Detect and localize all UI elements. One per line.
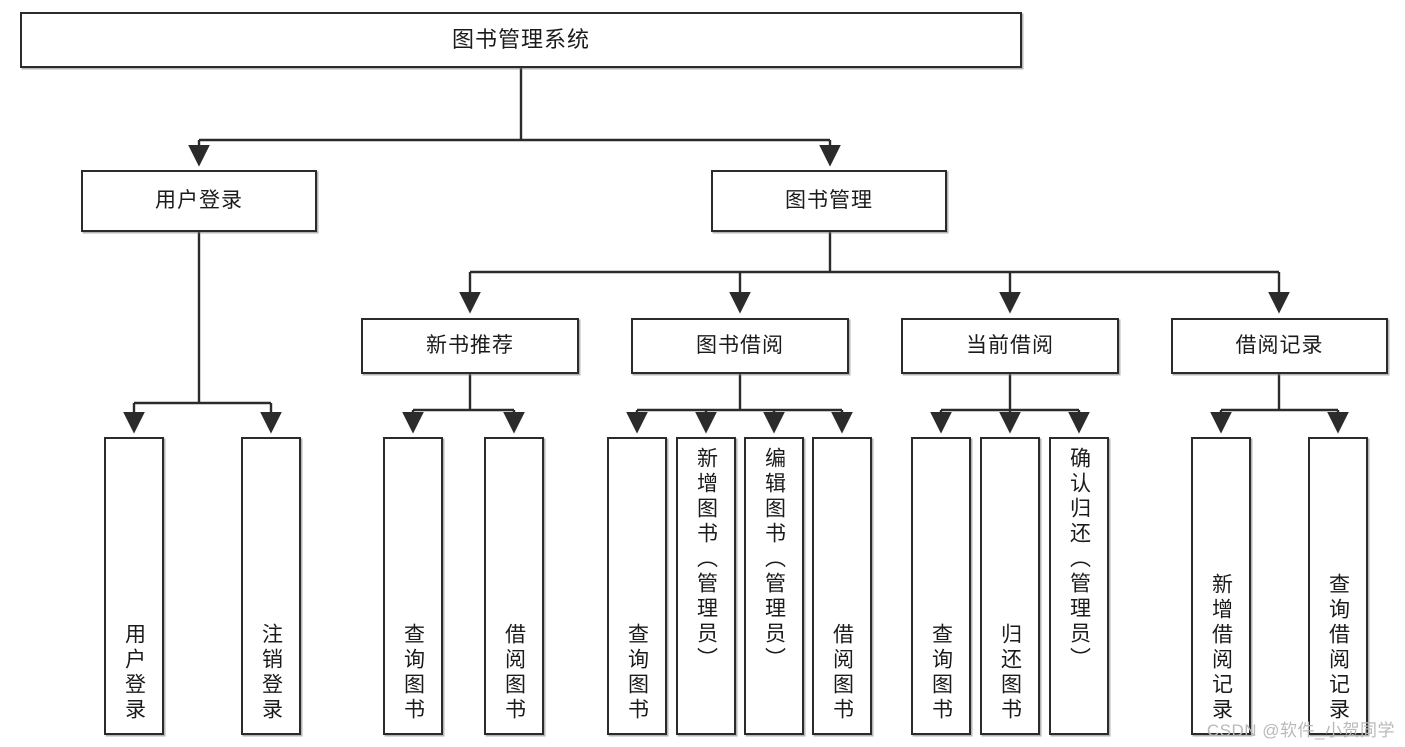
node-root-label: 图书管理系统 bbox=[451, 26, 590, 52]
node-leaf-edit-book-label: 编辑图书（管理员） bbox=[762, 447, 786, 672]
node-leaf-query-book-2-label: 查询图书 bbox=[625, 623, 649, 723]
node-book-borrow[interactable]: 图书借阅 bbox=[631, 318, 849, 374]
node-leaf-add-borrow-record[interactable]: 新增借阅记录 bbox=[1191, 437, 1251, 735]
node-new-book-recommend-label: 新书推荐 bbox=[426, 334, 514, 358]
node-current-borrow-label: 当前借阅 bbox=[966, 334, 1054, 358]
node-leaf-query-book-2[interactable]: 查询图书 bbox=[607, 437, 667, 735]
node-leaf-borrow-book-1-label: 借阅图书 bbox=[502, 623, 526, 723]
node-leaf-query-book-3-label: 查询图书 bbox=[929, 623, 953, 723]
node-leaf-user-login-label: 用户登录 bbox=[122, 623, 146, 723]
node-leaf-borrow-book-1[interactable]: 借阅图书 bbox=[484, 437, 544, 735]
node-borrow-record-label: 借阅记录 bbox=[1235, 334, 1324, 358]
node-leaf-query-borrow-record[interactable]: 查询借阅记录 bbox=[1308, 437, 1368, 735]
node-book-manage[interactable]: 图书管理 bbox=[711, 170, 947, 232]
node-leaf-confirm-return[interactable]: 确认归还（管理员） bbox=[1049, 437, 1109, 735]
node-leaf-confirm-return-label: 确认归还（管理员） bbox=[1067, 447, 1091, 672]
node-user-login-label: 用户登录 bbox=[155, 189, 243, 213]
node-book-manage-label: 图书管理 bbox=[785, 189, 873, 213]
node-leaf-logout-login[interactable]: 注销登录 bbox=[241, 437, 301, 735]
node-leaf-return-book-label: 归还图书 bbox=[998, 623, 1022, 723]
node-borrow-record[interactable]: 借阅记录 bbox=[1171, 318, 1388, 374]
node-leaf-return-book[interactable]: 归还图书 bbox=[980, 437, 1040, 735]
node-leaf-query-book-1[interactable]: 查询图书 bbox=[383, 437, 443, 735]
node-book-borrow-label: 图书借阅 bbox=[696, 334, 784, 358]
node-leaf-query-book-3[interactable]: 查询图书 bbox=[911, 437, 971, 735]
node-leaf-borrow-book-2-label: 借阅图书 bbox=[830, 623, 854, 723]
node-leaf-query-book-1-label: 查询图书 bbox=[401, 623, 425, 723]
node-leaf-borrow-book-2[interactable]: 借阅图书 bbox=[812, 437, 872, 735]
node-leaf-add-borrow-record-label: 新增借阅记录 bbox=[1209, 573, 1233, 723]
node-root[interactable]: 图书管理系统 bbox=[20, 12, 1022, 68]
node-leaf-edit-book[interactable]: 编辑图书（管理员） bbox=[744, 437, 804, 735]
node-leaf-query-borrow-record-label: 查询借阅记录 bbox=[1326, 573, 1350, 723]
node-leaf-add-book-label: 新增图书（管理员） bbox=[694, 447, 718, 672]
node-leaf-add-book[interactable]: 新增图书（管理员） bbox=[676, 437, 736, 735]
node-new-book-recommend[interactable]: 新书推荐 bbox=[361, 318, 579, 374]
node-user-login[interactable]: 用户登录 bbox=[81, 170, 317, 232]
node-current-borrow[interactable]: 当前借阅 bbox=[901, 318, 1119, 374]
node-leaf-logout-login-label: 注销登录 bbox=[259, 623, 283, 723]
node-leaf-user-login[interactable]: 用户登录 bbox=[104, 437, 164, 735]
